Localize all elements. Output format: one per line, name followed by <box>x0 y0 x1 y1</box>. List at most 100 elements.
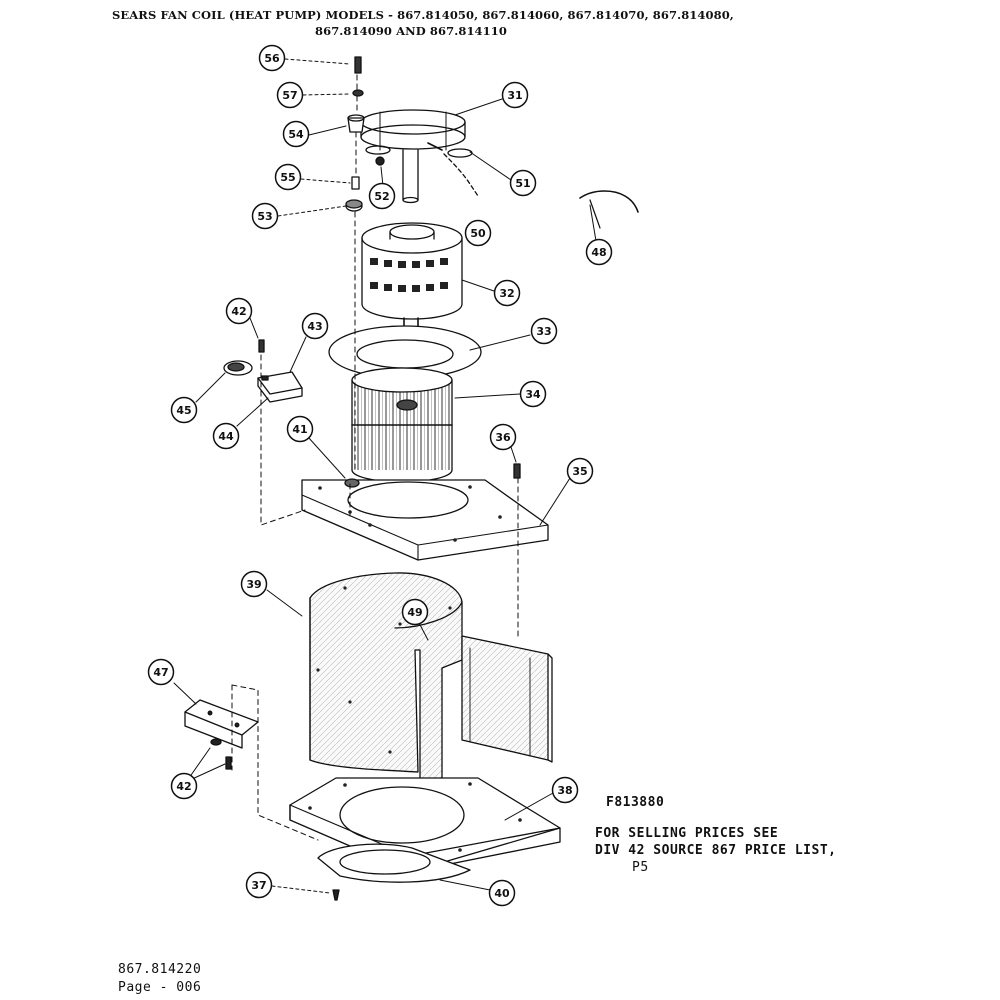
callout-part-51: 51 <box>509 169 537 197</box>
blower-wheel <box>351 367 453 483</box>
callout-label: 56 <box>264 52 280 65</box>
callout-part-42: 42 <box>225 297 253 325</box>
callout-part-40: 40 <box>488 879 516 907</box>
ground-wire-50 <box>443 153 479 197</box>
callout-circle <box>493 279 521 307</box>
callout-label: 43 <box>307 320 322 333</box>
callout-part-39: 39 <box>240 570 268 598</box>
callout-label: 35 <box>572 465 587 478</box>
callout-part-52: 52 <box>368 182 396 210</box>
nut-52 <box>375 156 385 166</box>
callout-label: 34 <box>525 388 541 401</box>
pricing-note-line-2: DIV 42 SOURCE 867 PRICE LIST, <box>595 843 837 858</box>
callout-label: 42 <box>231 305 246 318</box>
callout-circle <box>530 317 558 345</box>
relay-box <box>257 371 303 403</box>
figure-code: F813880 <box>606 795 665 810</box>
callout-label: 51 <box>515 177 530 190</box>
callout-circle <box>519 380 547 408</box>
callout-circle <box>501 81 529 109</box>
callout-part-38: 38 <box>551 776 579 804</box>
callout-group: 56 57 31 54 51 55 52 53 50 48 32 42 43 33 34 45 44 41 36 35… <box>147 44 613 907</box>
callout-circle <box>251 202 279 230</box>
callout-part-35: 35 <box>566 457 594 485</box>
spacer-55 <box>351 176 360 190</box>
bolt-56 <box>354 56 362 74</box>
callout-label: 36 <box>495 431 511 444</box>
callout-circle <box>566 457 594 485</box>
orifice-ring-40 <box>317 843 471 883</box>
mounting-bracket <box>184 699 259 749</box>
callout-circle <box>286 415 314 443</box>
header-line-2: 867.814090 AND 867.814110 <box>315 24 507 38</box>
callout-part-47: 47 <box>147 658 175 686</box>
wire-harness-48 <box>579 190 639 229</box>
callout-part-43: 43 <box>301 312 329 340</box>
callout-circle <box>147 658 175 686</box>
callout-part-49: 49 <box>401 598 429 626</box>
callout-circle <box>551 776 579 804</box>
callout-label: 45 <box>176 404 191 417</box>
callout-label: 47 <box>153 666 168 679</box>
pricing-note-line-3: P5 <box>632 860 649 875</box>
grommet-53 <box>345 199 363 212</box>
callout-part-56: 56 <box>258 44 286 72</box>
assembly-lines <box>231 74 519 841</box>
callout-label: 37 <box>251 879 266 892</box>
footer-page-number: Page - 006 <box>118 980 202 995</box>
callout-label: 41 <box>292 423 307 436</box>
washer-57 <box>352 89 364 97</box>
callout-label: 33 <box>536 325 551 338</box>
callout-part-33: 33 <box>530 317 558 345</box>
callout-part-31: 31 <box>501 81 529 109</box>
footer-model-number: 867.814220 <box>118 962 202 977</box>
callout-label: 55 <box>280 171 295 184</box>
callout-part-42: 42 <box>170 772 198 800</box>
callout-circle <box>245 871 273 899</box>
callout-label: 52 <box>374 190 389 203</box>
capacitor <box>223 360 253 376</box>
callout-label: 50 <box>470 227 486 240</box>
callout-circle <box>212 422 240 450</box>
callout-label: 38 <box>557 784 572 797</box>
callout-circle <box>488 879 516 907</box>
callout-circle <box>225 297 253 325</box>
callout-part-32: 32 <box>493 279 521 307</box>
pricing-note-line-1: FOR SELLING PRICES SEE <box>595 826 779 841</box>
grommet-41 <box>344 478 360 488</box>
screw-37 <box>332 889 340 901</box>
callout-part-36: 36 <box>489 423 517 451</box>
callout-circle <box>585 238 613 266</box>
callout-label: 57 <box>282 89 297 102</box>
callout-part-41: 41 <box>286 415 314 443</box>
callout-circle <box>258 44 286 72</box>
callout-label: 48 <box>591 246 606 259</box>
callout-circle <box>170 396 198 424</box>
callout-circle <box>170 772 198 800</box>
callout-label: 32 <box>499 287 514 300</box>
callout-label: 54 <box>288 128 304 141</box>
callout-label: 39 <box>246 578 261 591</box>
blower-deck-plate <box>301 479 549 561</box>
screw-42-top <box>258 339 265 353</box>
motor-shaft-sleeve <box>402 149 419 204</box>
leader-lines <box>173 58 597 894</box>
screw-36 <box>513 463 521 479</box>
callout-part-53: 53 <box>251 202 279 230</box>
callout-circle <box>301 312 329 340</box>
callout-circle <box>401 598 429 626</box>
callout-circle <box>276 81 304 109</box>
callout-part-50: 50 <box>464 219 492 247</box>
callout-part-48: 48 <box>585 238 613 266</box>
callout-label: 31 <box>507 89 522 102</box>
callout-circle <box>368 182 396 210</box>
callout-label: 49 <box>407 606 422 619</box>
callout-circle <box>509 169 537 197</box>
callout-part-55: 55 <box>274 163 302 191</box>
callout-part-37: 37 <box>245 871 273 899</box>
blower-housing-wrap <box>309 572 463 781</box>
callout-label: 44 <box>218 430 234 443</box>
callout-circle <box>240 570 268 598</box>
callout-circle <box>274 163 302 191</box>
